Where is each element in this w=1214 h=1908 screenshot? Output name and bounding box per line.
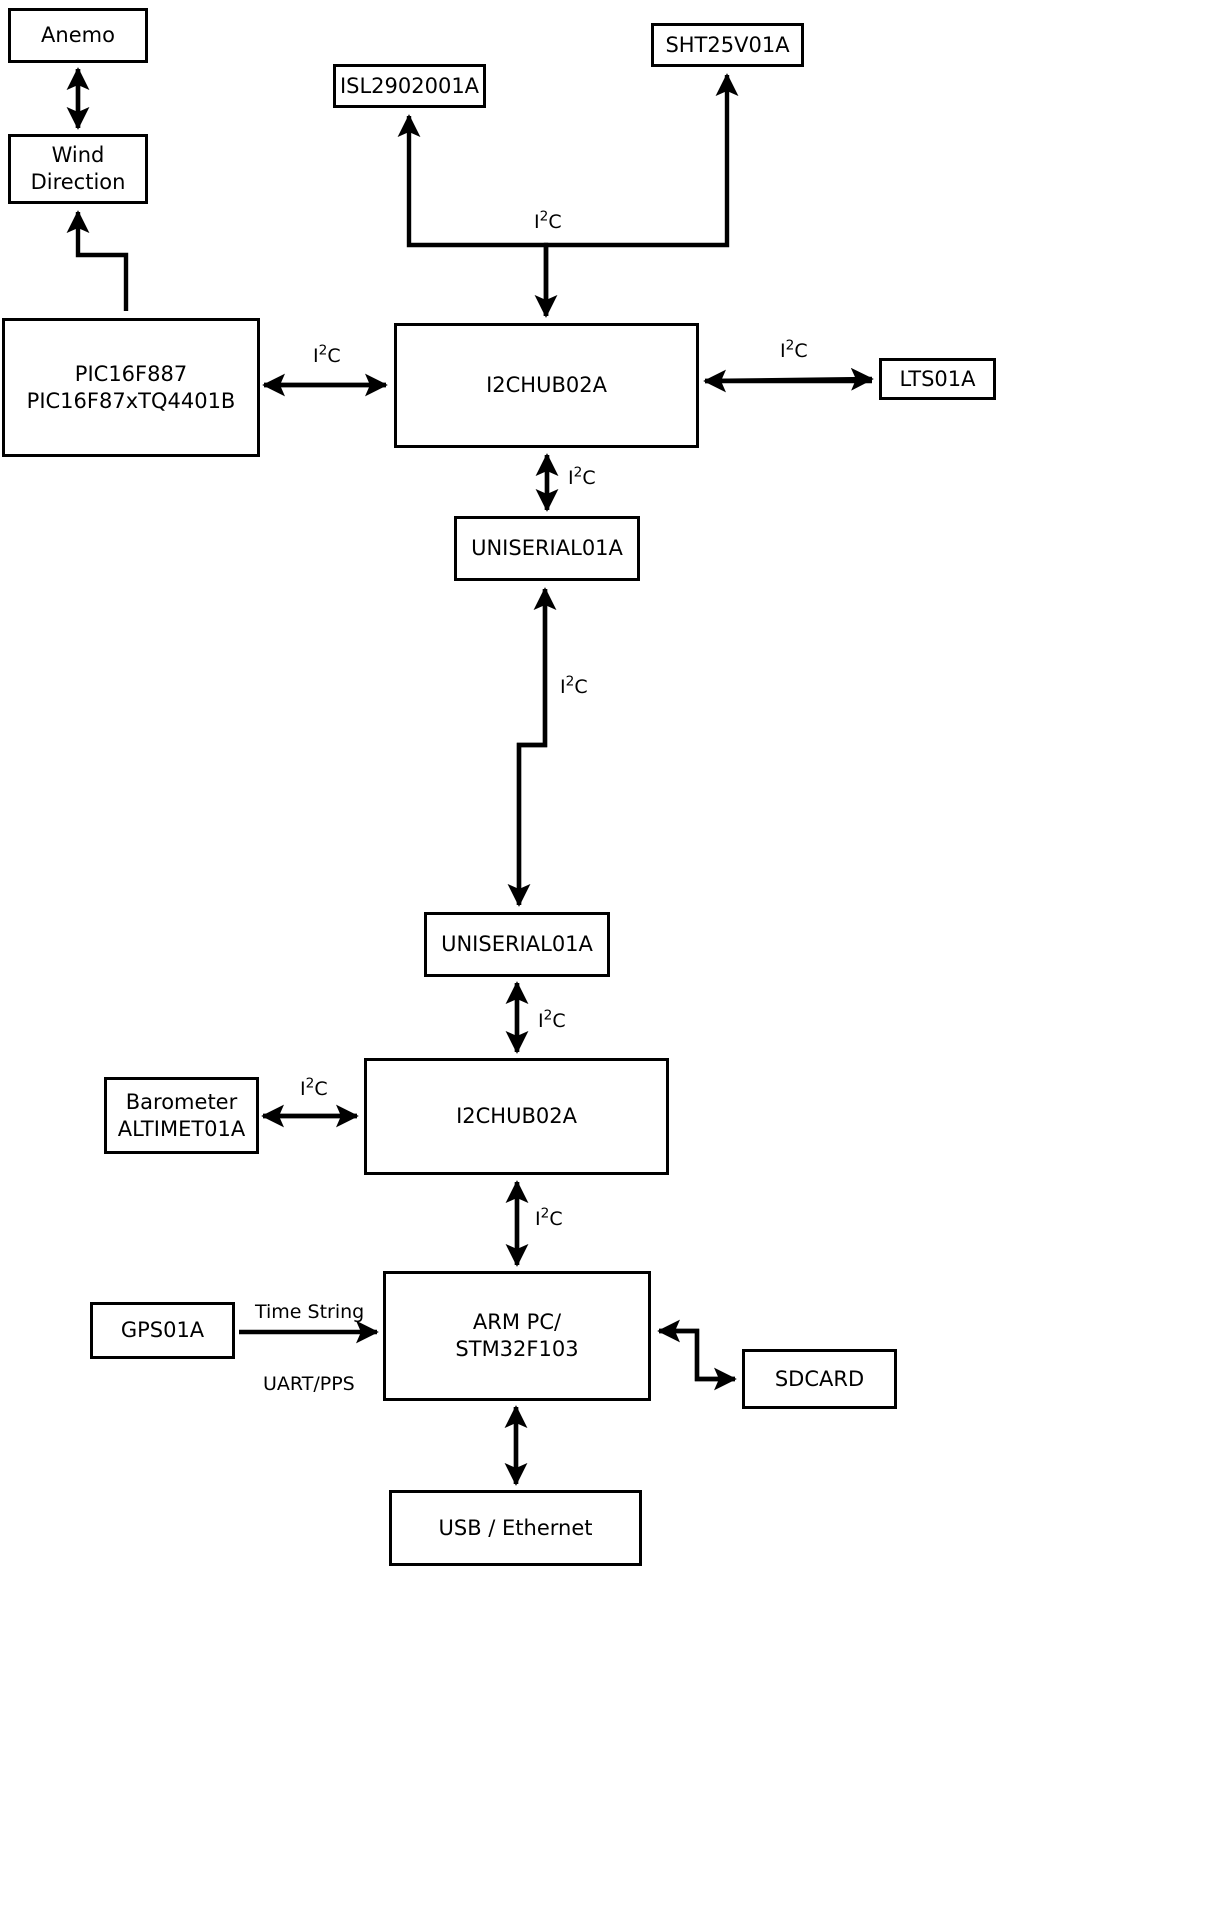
edge-label-i2c-barometer-hub: I2C: [300, 1075, 328, 1100]
edge-label-i2c-hub-uniserial: I2C: [568, 464, 596, 489]
edge-label-time-string: Time String: [255, 1301, 365, 1323]
node-i2chub02a-bottom[interactable]: I2CHUB02A: [364, 1058, 669, 1175]
node-sht25v01a[interactable]: SHT25V01A: [651, 23, 804, 67]
node-uniserial01a-upper[interactable]: UNISERIAL01A: [454, 516, 640, 581]
node-i2chub02a-top[interactable]: I2CHUB02A: [394, 323, 699, 448]
node-barometer-altimet01a[interactable]: Barometer ALTIMET01A: [104, 1077, 259, 1154]
node-gps01a[interactable]: GPS01A: [90, 1302, 235, 1359]
node-arm-pc-stm32f103[interactable]: ARM PC/ STM32F103: [383, 1271, 651, 1401]
edge-armpc-sdcard: [659, 1328, 737, 1391]
node-sdcard[interactable]: SDCARD: [742, 1349, 897, 1409]
node-isl2902001a[interactable]: ISL2902001A: [333, 64, 486, 108]
edge-label-i2c-hub-lts: I2C: [780, 337, 808, 362]
node-uniserial01a-lower[interactable]: UNISERIAL01A: [424, 912, 610, 977]
edge-label-i2c-top-bus: I2C: [534, 208, 562, 233]
edge-pic-wind: [66, 210, 129, 311]
edge-label-uart-pps: UART/PPS: [263, 1373, 355, 1395]
edge-hubtop-sht: [543, 73, 739, 316]
node-lts01a[interactable]: LTS01A: [879, 358, 996, 400]
edge-label-i2c-uniserial-uniserial: I2C: [560, 673, 588, 698]
edge-label-i2c-hub-arm: I2C: [535, 1205, 563, 1230]
node-anemo[interactable]: Anemo: [8, 8, 148, 63]
edge-hubtop-isl: [397, 114, 549, 316]
node-pic16f887[interactable]: PIC16F887 PIC16F87xTQ4401B: [2, 318, 260, 457]
node-wind-direction[interactable]: Wind Direction: [8, 134, 148, 204]
edge-label-i2c-pic-hub: I2C: [313, 342, 341, 367]
node-usb-ethernet[interactable]: USB / Ethernet: [389, 1490, 642, 1566]
edge-uniserial1-uniserial2: [507, 589, 548, 907]
edge-label-i2c-uniserial-hub: I2C: [538, 1007, 566, 1032]
